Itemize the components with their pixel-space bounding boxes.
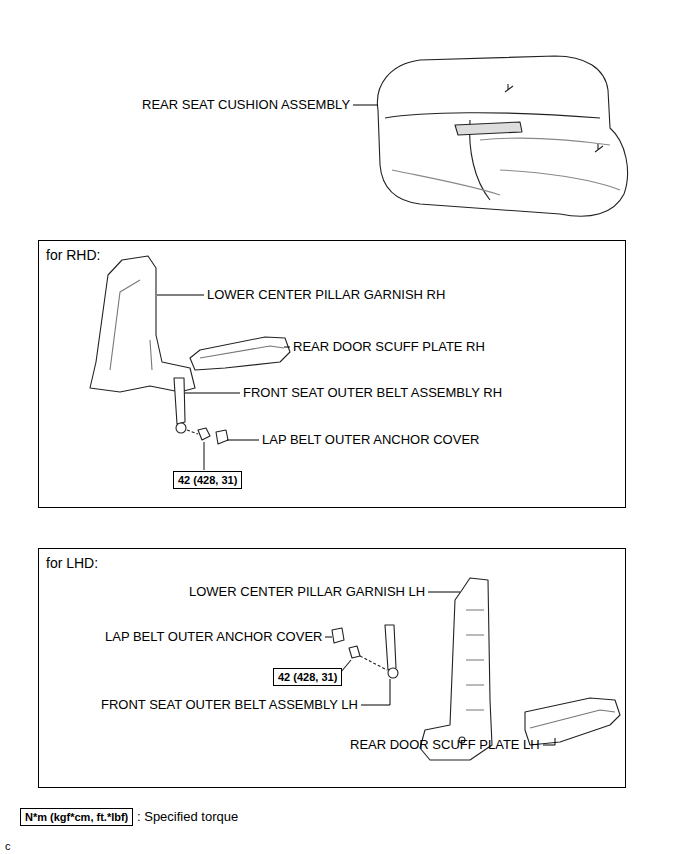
panel-heading: for RHD:	[46, 247, 100, 263]
pillar-garnish	[90, 256, 195, 392]
part-name: FRONT SEAT OUTER BELT ASSEMBLY RH	[243, 385, 502, 401]
pillar-garnish	[420, 578, 492, 760]
part-name: LOWER CENTER PILLAR GARNISH LH	[189, 584, 425, 600]
part-name: REAR DOOR SCUFF PLATE RH	[293, 339, 485, 355]
part-name: LAP BELT OUTER ANCHOR COVER	[105, 629, 322, 645]
torque-value: 42 (428, 31)	[278, 671, 337, 683]
torque-box: 42 (428, 31)	[273, 668, 342, 686]
variant-panel: for RHD: 42 (428, 31)	[38, 240, 626, 508]
anchor-cover	[332, 628, 344, 643]
seat-belt	[385, 625, 396, 670]
part-name: LAP BELT OUTER ANCHOR COVER	[262, 432, 479, 448]
bolt	[349, 646, 360, 658]
figure-code: c	[5, 838, 11, 854]
part-name: REAR SEAT CUSHION ASSEMBLY	[142, 97, 350, 113]
part-name: LOWER CENTER PILLAR GARNISH RH	[207, 287, 445, 303]
torque-value: 42 (428, 31)	[178, 474, 237, 486]
seat-cushion	[377, 56, 627, 216]
torque-box: 42 (428, 31)	[173, 471, 242, 489]
panel-heading: for LHD:	[46, 555, 98, 571]
seat-belt	[174, 378, 185, 424]
legend-text: : Specified torque	[137, 809, 238, 825]
part-name: REAR DOOR SCUFF PLATE LH	[350, 737, 540, 753]
anchor-cover	[216, 430, 228, 444]
torque-box: N*m (kgf*cm, ft.*lbf)	[20, 808, 133, 826]
part-name: FRONT SEAT OUTER BELT ASSEMBLY LH	[101, 697, 358, 713]
torque-value: N*m (kgf*cm, ft.*lbf)	[25, 811, 128, 823]
leader-lines	[157, 105, 555, 745]
bolt	[198, 428, 210, 440]
scuff-plate	[190, 337, 290, 370]
